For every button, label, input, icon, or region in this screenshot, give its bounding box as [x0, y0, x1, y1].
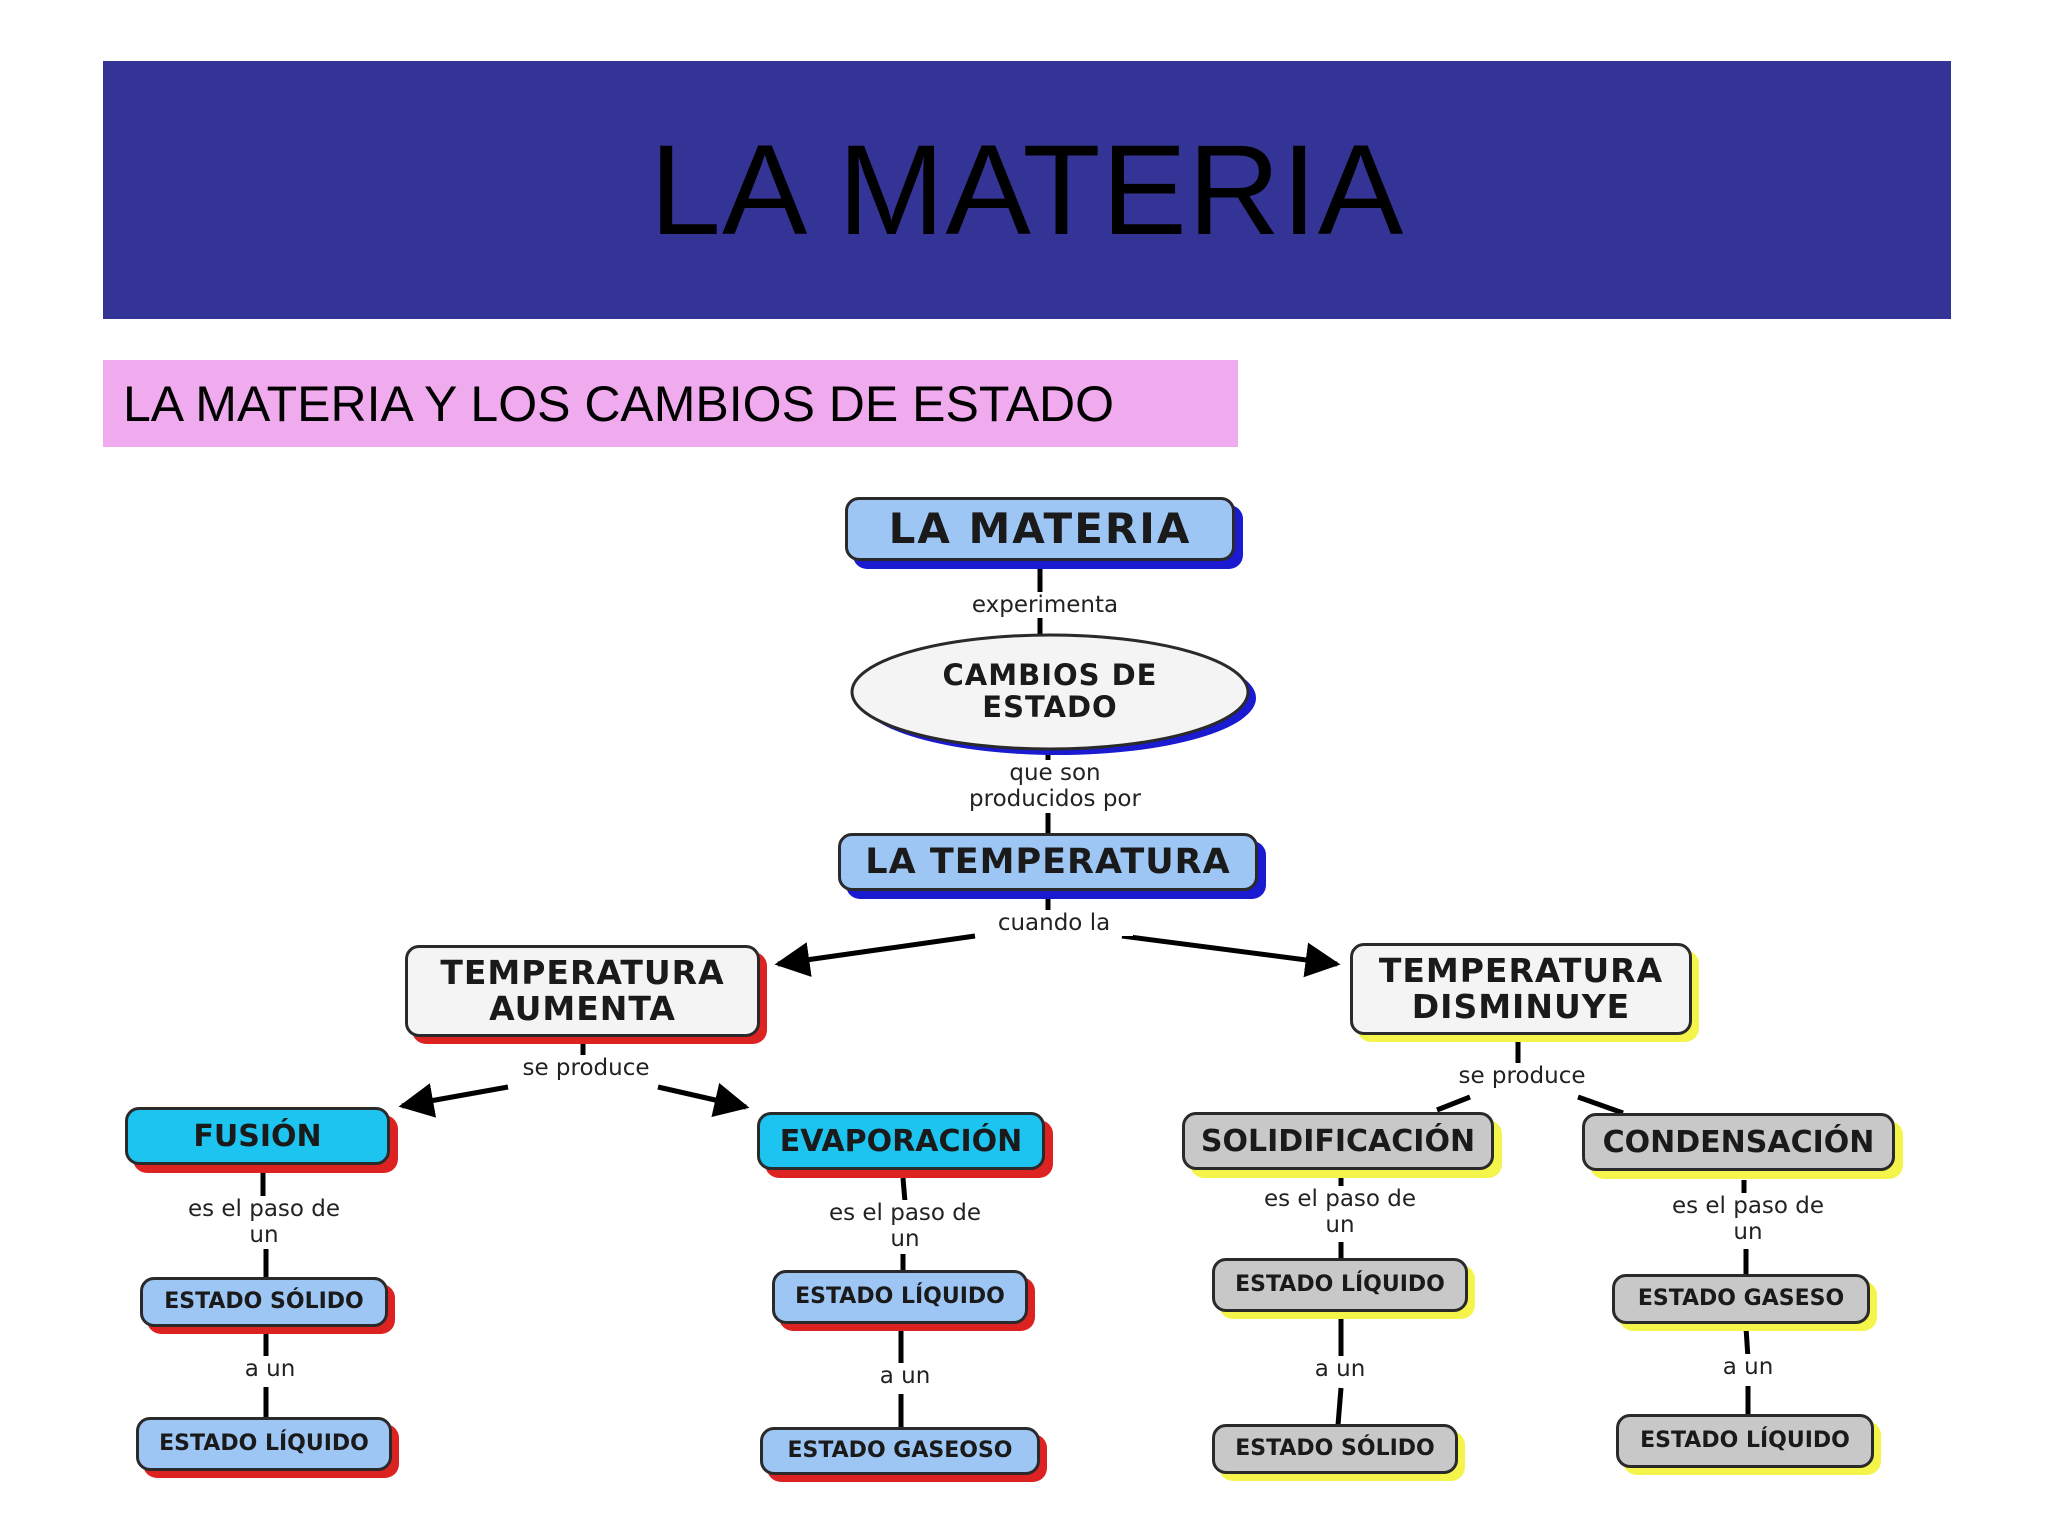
slide-title: LA MATERIA [649, 118, 1405, 262]
link-a-un-solidificacion: a un [1286, 1356, 1394, 1383]
node-evaporacion: EVAPORACIÓN [757, 1112, 1045, 1170]
line-aun-solido2 [1335, 1387, 1344, 1426]
node-evaporacion-from: ESTADO LÍQUIDO [772, 1270, 1028, 1324]
link-a-un-condensacion: a un [1694, 1354, 1802, 1381]
arrow-to-disminuye [1121, 933, 1341, 978]
line-to-condensacion [1577, 1094, 1624, 1116]
node-condensacion: CONDENSACIÓN [1582, 1113, 1895, 1171]
node-temperatura-disminuye: TEMPERATURA DISMINUYE [1350, 943, 1692, 1035]
link-paso-solidificacion: es el paso de un [1236, 1186, 1444, 1239]
line-to-solidificacion [1436, 1094, 1471, 1113]
node-temperatura-aumenta: TEMPERATURA AUMENTA [405, 945, 760, 1037]
arrow-to-aumenta [774, 933, 976, 977]
node-solidificacion-to: ESTADO SÓLIDO [1212, 1424, 1458, 1474]
link-paso-fusion: es el paso de un [160, 1196, 368, 1249]
link-experimenta: experimenta [948, 592, 1142, 619]
slide-subtitle: LA MATERIA Y LOS CAMBIOS DE ESTADO [123, 375, 1115, 432]
link-se-produce-left: se produce [502, 1055, 670, 1082]
link-a-un-evaporacion: a un [851, 1363, 959, 1390]
node-evaporacion-to: ESTADO GASEOSO [760, 1427, 1040, 1475]
link-paso-condensacion: es el paso de un [1644, 1193, 1852, 1246]
arrow-to-fusion [398, 1083, 509, 1118]
subtitle-bar: LA MATERIA Y LOS CAMBIOS DE ESTADO [103, 360, 1238, 447]
node-condensacion-from: ESTADO GASESO [1612, 1274, 1870, 1324]
link-se-produce-right: se produce [1438, 1063, 1606, 1090]
title-bar: LA MATERIA [103, 61, 1951, 319]
node-fusion-from: ESTADO SÓLIDO [140, 1277, 388, 1327]
node-solidificacion-from: ESTADO LÍQUIDO [1212, 1258, 1468, 1312]
link-a-un-fusion: a un [216, 1356, 324, 1383]
node-condensacion-to: ESTADO LÍQUIDO [1616, 1414, 1874, 1468]
node-cambios-de-estado: CAMBIOS DE ESTADO [942, 658, 1158, 724]
node-solidificacion: SOLIDIFICACIÓN [1182, 1112, 1494, 1170]
node-fusion-to: ESTADO LÍQUIDO [136, 1417, 392, 1471]
link-cuando-la: cuando la [975, 910, 1133, 937]
line-evap-paso [900, 1177, 908, 1203]
line-gaseso-aun [1743, 1327, 1751, 1359]
link-que-son: que son producidos por [946, 760, 1164, 813]
node-la-materia: LA MATERIA [845, 497, 1235, 561]
arrow-to-evaporacion [657, 1082, 750, 1118]
node-fusion: FUSIÓN [125, 1107, 390, 1165]
node-la-temperatura: LA TEMPERATURA [838, 833, 1258, 891]
link-paso-evaporacion: es el paso de un [801, 1200, 1009, 1253]
cambios-ellipse [850, 633, 1250, 751]
